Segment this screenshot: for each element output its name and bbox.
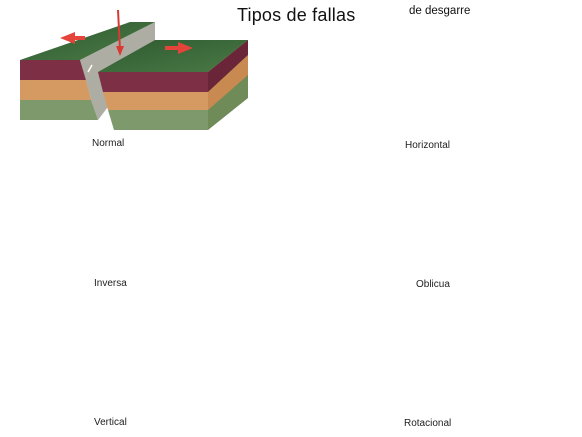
normal-left-top: [20, 22, 155, 60]
label-oblicua: Oblicua: [416, 279, 450, 290]
normal-left-maroon: [20, 60, 86, 80]
normal-left-orange: [20, 80, 91, 100]
normal-right-top: [98, 40, 248, 72]
label-vertical: Vertical: [94, 417, 127, 428]
block-normal: [20, 9, 248, 130]
label-inversa: Inversa: [94, 278, 127, 289]
normal-force-arrow: [117, 9, 121, 51]
normal-right-maroon: [98, 72, 208, 92]
label-rotacional: Rotacional: [404, 418, 452, 429]
normal-arrow-right: [165, 42, 193, 54]
normal-right-green: [108, 110, 208, 130]
subtitle-de-desgarre: de desgarre: [409, 5, 471, 17]
diagram-title: Tipos de fallas: [237, 5, 356, 25]
label-horizontal: Horizontal: [405, 140, 451, 151]
normal-left-green: [20, 100, 98, 120]
normal-right-orange: [103, 92, 208, 110]
label-normal: Normal: [92, 138, 125, 149]
normal-arrow-left: [60, 32, 85, 44]
